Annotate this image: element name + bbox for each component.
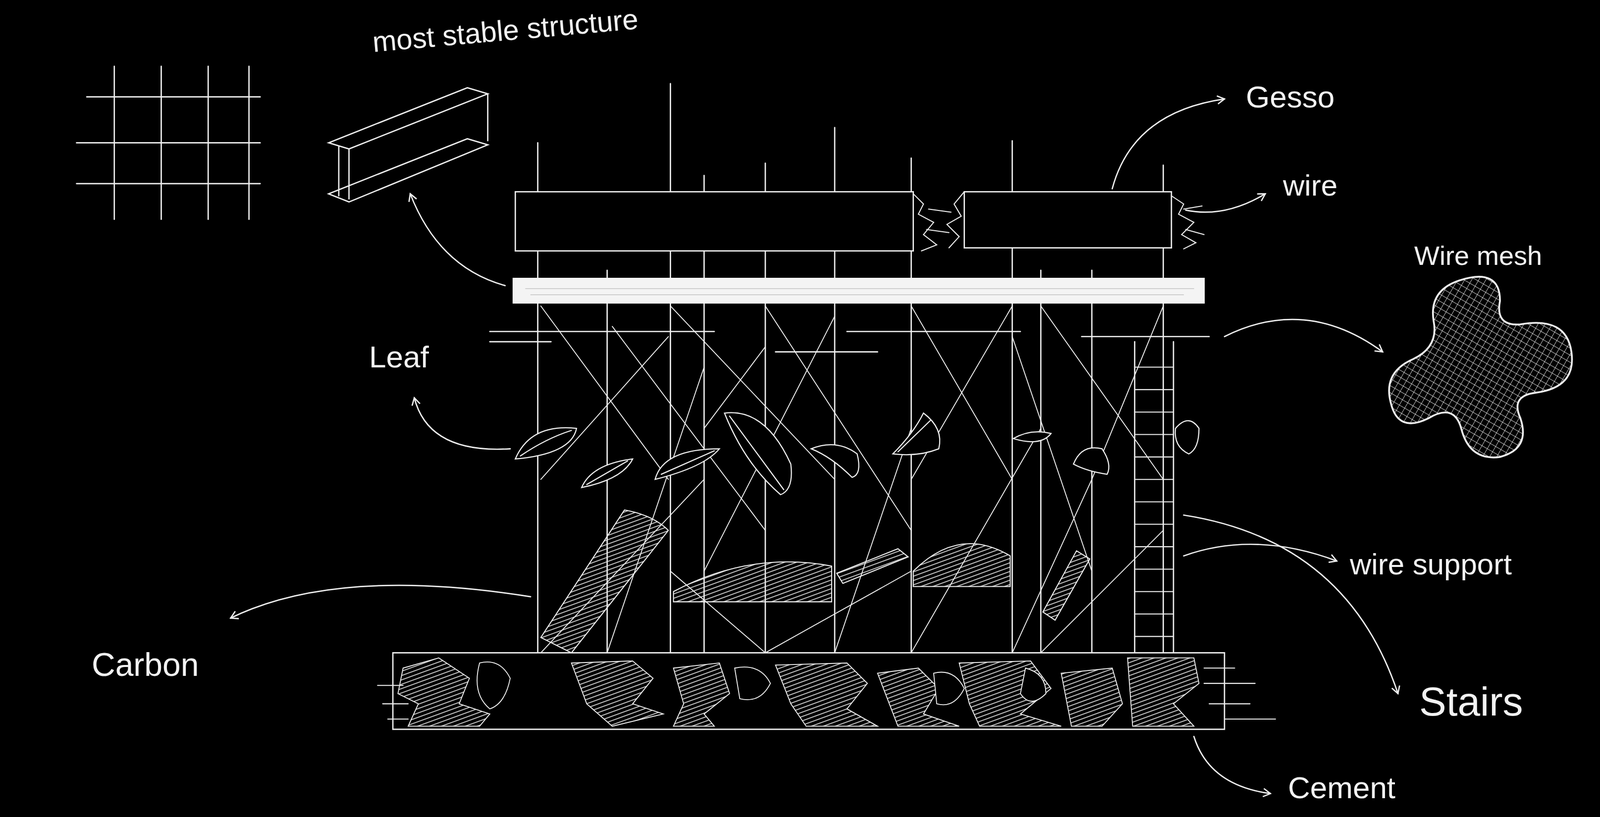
callout-label: Cement <box>1287 770 1396 806</box>
callout-label: wire <box>1282 168 1338 203</box>
callout-label: Stairs <box>1419 678 1524 726</box>
callout-label: Carbon <box>91 646 199 685</box>
callout-label: Leaf <box>369 339 429 375</box>
callout-label: most stable structure <box>371 2 640 59</box>
callout-label: Gesso <box>1245 79 1335 115</box>
callout-label: wire support <box>1349 547 1512 582</box>
callout-label: Wire mesh <box>1414 240 1543 271</box>
